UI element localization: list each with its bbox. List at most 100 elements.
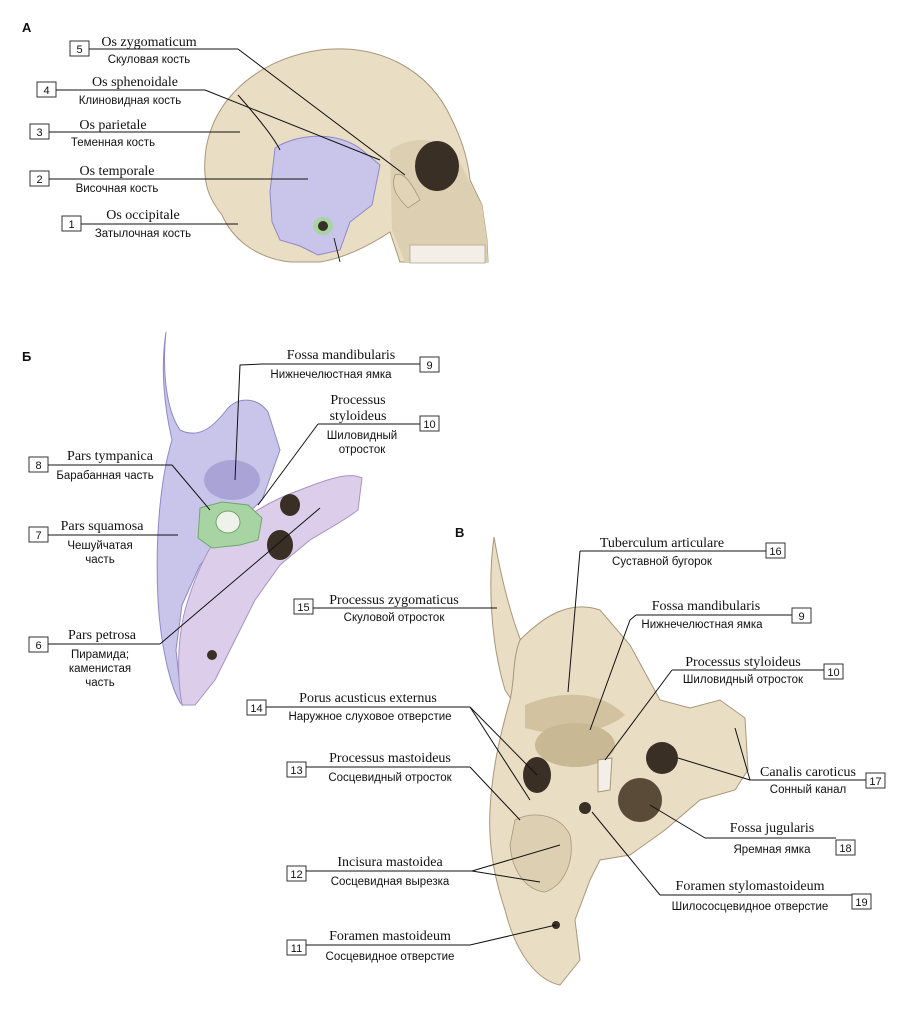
label-v17-rus: Сонный канал: [770, 784, 846, 796]
label-v18-lat: Fossa jugularis: [730, 821, 814, 836]
label-v-13: 13 Processus mastoideus Сосцевидный отро…: [286, 751, 521, 821]
skull-temporal-bone: [269, 135, 381, 256]
label-v9-num: 9: [798, 611, 804, 623]
label-v18-rus: Яремная ямка: [734, 844, 812, 856]
label-b6-num: 6: [35, 640, 41, 652]
label-b7-rus1: Чешуйчатая: [67, 540, 132, 552]
label-v19-lat: Foramen stylomastoideum: [676, 879, 825, 894]
label-b-8: 8 Pars tympanica Барабанная часть: [28, 449, 211, 511]
label-v10-num: 10: [827, 667, 839, 679]
label-v-16: Tuberculum articulare 16 Суставной бугор…: [567, 536, 786, 693]
label-v11-num: 11: [291, 943, 302, 955]
label-v14-rus: Наружное слуховое отверстие: [288, 711, 451, 723]
label-b7-num: 7: [35, 530, 41, 542]
skull-face: [390, 140, 488, 262]
panel-b: Б Fossa mandibularis 9 Нижнечелюстная ям…: [22, 331, 440, 707]
label-l2-lat: Os temporale: [79, 164, 154, 179]
styloid-shape: [597, 757, 613, 793]
label-v9-rus: Нижнечелюстная ямка: [641, 619, 763, 631]
label-v-11: 11 Foramen mastoideum Сосцевидное отверс…: [286, 924, 557, 963]
fossa-shape: [204, 460, 260, 500]
label-v11-lat: Foramen mastoideum: [329, 929, 451, 944]
label-v15-lat: Processus zygomaticus: [329, 593, 458, 608]
label-b6-lat: Pars petrosa: [68, 628, 137, 643]
label-l1-lat: Os occipitale: [106, 208, 179, 223]
label-b10-lat2: styloideus: [330, 409, 387, 424]
label-v-18: Fossa jugularis 18 Яремная ямка: [649, 804, 856, 856]
label-v-17: Canalis caroticus 17 Сонный канал: [677, 727, 886, 796]
label-v-14: 14 Porus acusticus externus Наружное слу…: [246, 691, 538, 801]
label-v-12: 12 Incisura mastoidea Сосцевидная вырезк…: [286, 844, 561, 888]
label-l3-lat: Os parietale: [79, 118, 146, 133]
label-v19-rus: Шилососцевидное отверстие: [672, 901, 829, 913]
mastoid-shape: [509, 814, 572, 893]
label-v12-rus: Сосцевидная вырезка: [331, 876, 450, 888]
label-v19-num: 19: [855, 897, 867, 909]
label-v11-rus: Сосцевидное отверстие: [326, 951, 455, 963]
panel-b-letter: Б: [22, 349, 31, 364]
label-v16-lat: Tuberculum articulare: [600, 536, 724, 551]
label-l1-num: 1: [68, 219, 74, 231]
label-1: 1 Os occipitale Затылочная кость: [61, 208, 238, 240]
skull-orbit: [415, 141, 459, 191]
label-v15-rus: Скуловой отросток: [344, 612, 446, 624]
label-b9-rus: Нижнечелюстная ямка: [270, 369, 392, 381]
label-v12-lat: Incisura mastoidea: [337, 855, 443, 870]
label-l4-lat: Os sphenoidale: [92, 75, 178, 90]
label-b-7: 7 Pars squamosa Чешуйчатая часть: [28, 519, 178, 566]
label-v12-num: 12: [290, 869, 302, 881]
label-v10-lat: Processus styloideus: [685, 655, 801, 670]
label-b10-num: 10: [423, 419, 435, 431]
label-v14-lat: Porus acusticus externus: [299, 691, 437, 706]
label-b6-rus1: Пирамида;: [71, 649, 129, 661]
skull-illustration: [204, 48, 489, 264]
label-v13-lat: Processus mastoideus: [329, 751, 451, 766]
label-b-9: Fossa mandibularis 9 Нижнечелюстная ямка: [234, 348, 440, 481]
stylomastoid-shape: [579, 802, 591, 814]
label-b8-rus: Барабанная часть: [56, 470, 153, 482]
label-b7-lat: Pars squamosa: [61, 519, 145, 534]
label-b8-lat: Pars tympanica: [67, 449, 154, 464]
panel-a-letter: А: [22, 20, 32, 35]
label-v18-num: 18: [839, 843, 851, 855]
tuberculum-shape: [525, 694, 625, 734]
label-l4-rus: Клиновидная кость: [79, 95, 182, 107]
label-v-10: Processus styloideus 10 Шиловидный отрос…: [604, 655, 844, 761]
label-v10-rus: Шиловидный отросток: [683, 674, 804, 686]
label-l4-num: 4: [43, 85, 49, 97]
label-l1-rus: Затылочная кость: [95, 228, 191, 240]
label-v-15: 15 Processus zygomaticus Скуловой отрост…: [293, 593, 497, 624]
skull-teeth: [409, 244, 486, 264]
label-3: 3 Os parietale Теменная кость: [29, 118, 240, 149]
label-l3-rus: Теменная кость: [71, 137, 155, 149]
panel-a: А 5 Os zygomaticum С: [22, 20, 489, 264]
label-v15-num: 15: [297, 602, 309, 614]
temporal-bone-colored: [156, 331, 363, 707]
label-l3-num: 3: [36, 127, 42, 139]
label-v13-num: 13: [290, 765, 302, 777]
label-v-19: Foramen stylomastoideum 19 Шилососцевидн…: [591, 811, 872, 913]
label-l5-num: 5: [76, 44, 82, 56]
fossa-mandibularis-shape: [535, 723, 615, 767]
skull-zygomatic: [393, 173, 421, 209]
label-5: 5 Os zygomaticum Скуловая кость: [69, 35, 406, 176]
label-b-6: 6 Pars petrosa Пирамида; каменистая част…: [28, 507, 321, 689]
label-b7-rus2: часть: [85, 554, 114, 566]
label-2: 2 Os temporale Височная кость: [29, 164, 308, 195]
label-b6-rus2: каменистая: [69, 663, 131, 675]
label-b9-lat: Fossa mandibularis: [287, 348, 396, 363]
label-v9-lat: Fossa mandibularis: [652, 599, 761, 614]
label-v13-rus: Сосцевидный отросток: [328, 772, 452, 784]
label-l5-rus: Скуловая кость: [108, 54, 191, 66]
carotid-shape: [646, 742, 678, 774]
label-v-9: Fossa mandibularis 9 Нижнечелюстная ямка: [589, 599, 812, 731]
label-l5-lat: Os zygomaticum: [101, 35, 196, 50]
label-v16-num: 16: [769, 546, 781, 558]
label-l2-num: 2: [36, 174, 42, 186]
label-v16-rus: Суставной бугорок: [612, 556, 713, 568]
label-v17-lat: Canalis caroticus: [760, 765, 856, 780]
panel-v: В Tuberculum articulare: [246, 525, 886, 986]
panel-v-letter: В: [455, 525, 464, 540]
label-b6-rus3: часть: [85, 677, 114, 689]
